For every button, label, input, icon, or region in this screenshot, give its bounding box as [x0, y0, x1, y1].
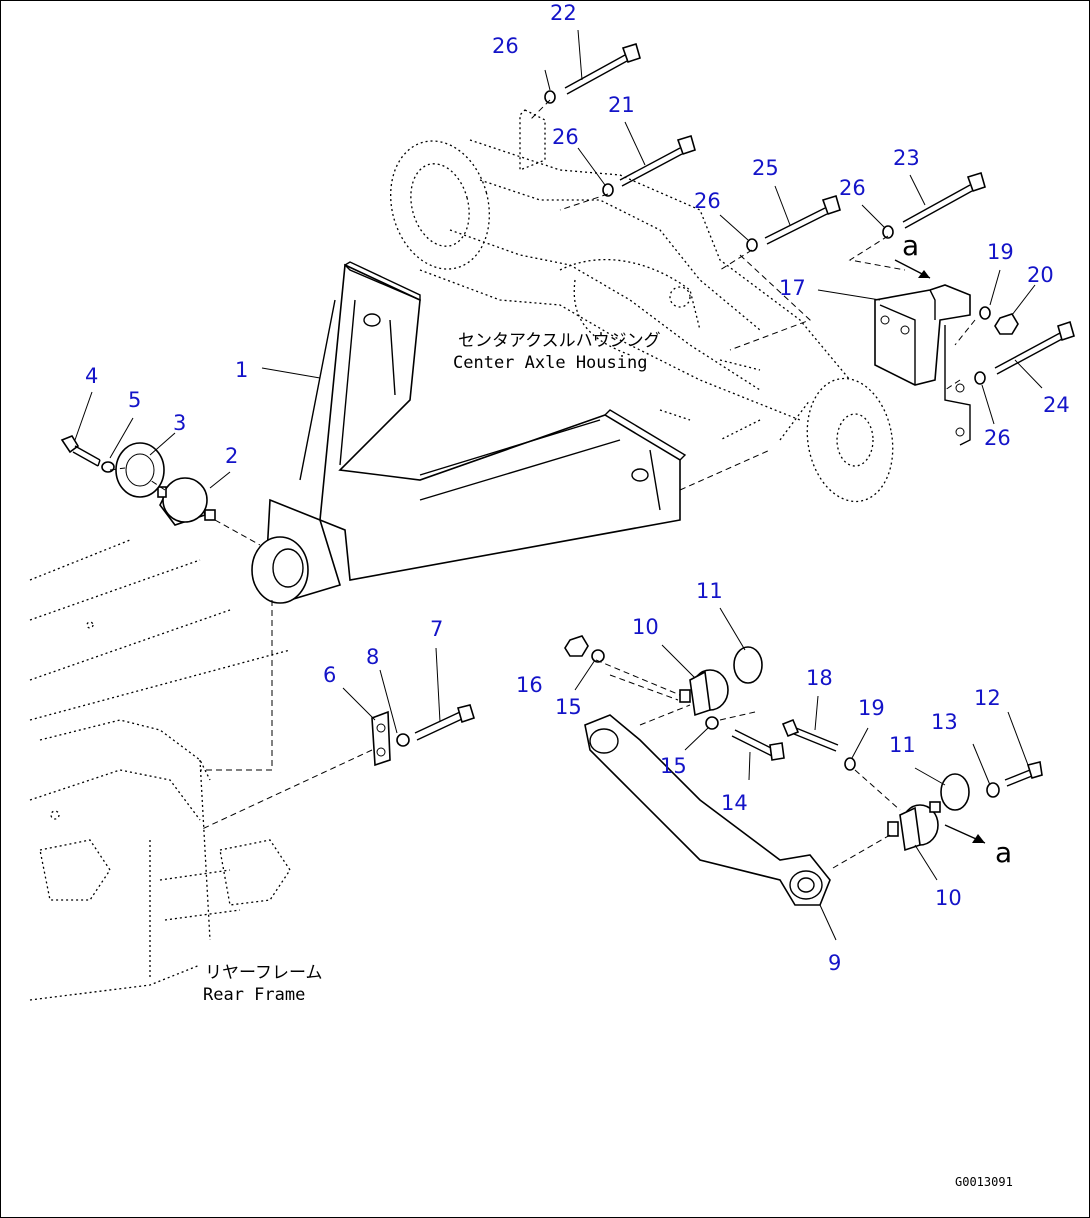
callout-15-top: 15: [555, 695, 582, 719]
track-rod-part-9: [584, 714, 831, 906]
washer-part-26-b: [602, 183, 614, 197]
callout-26-d: 26: [839, 176, 866, 200]
bolt-part-23: [902, 171, 986, 229]
callout-26-e: 26: [984, 426, 1011, 450]
callout-numbers: 1 2 3 4 5 6 7 8 9 10 10 11 11 12 13 14 1…: [85, 1, 1070, 975]
callout-11-bottom: 11: [889, 733, 916, 757]
callout-20: 20: [1027, 263, 1054, 287]
callout-26-a: 26: [492, 34, 519, 58]
callout-16: 16: [516, 673, 543, 697]
callout-19-bottom: 19: [858, 696, 885, 720]
washer-part-26-c: [746, 238, 758, 252]
washer-part-19-top: [979, 306, 991, 320]
bracket-part-6: [371, 710, 391, 767]
center-axle-en-label: Center Axle Housing: [453, 353, 647, 373]
bolt-part-12: [1004, 761, 1043, 787]
callout-14: 14: [721, 791, 748, 815]
callout-12: 12: [974, 686, 1001, 710]
bolt-part-25: [764, 194, 841, 245]
assembly-lines: [109, 99, 976, 869]
callout-9: 9: [828, 951, 841, 975]
callout-26-c: 26: [694, 189, 721, 213]
callout-26-b: 26: [552, 125, 579, 149]
bolt-part-18: [781, 718, 839, 752]
a-frame-part-1: [251, 261, 687, 604]
drawing-ref-number: G0013091: [955, 1175, 1013, 1189]
bolt-part-14: [731, 729, 785, 761]
callout-19-top: 19: [987, 240, 1014, 264]
bolt-part-4: [60, 435, 101, 467]
bolt-part-21: [619, 134, 696, 187]
callout-25: 25: [752, 156, 779, 180]
callout-17: 17: [779, 276, 806, 300]
center-axle-jp-label: センタアクスルハウジング: [458, 331, 661, 351]
washer-part-26-d: [882, 225, 894, 239]
washer-part-13: [986, 782, 1000, 798]
callout-22: 22: [550, 1, 577, 25]
callout-5: 5: [128, 388, 141, 412]
center-axle-housing: [390, 109, 894, 503]
callout-15-bottom: 15: [660, 754, 687, 778]
callout-7: 7: [430, 617, 443, 641]
callout-3: 3: [173, 411, 186, 435]
rear-frame-jp-label: リヤーフレーム: [205, 963, 322, 983]
arrow-a-top: [894, 259, 931, 279]
callout-18: 18: [806, 666, 833, 690]
callout-10-top: 10: [632, 615, 659, 639]
nut-part-20: [994, 313, 1019, 335]
washer-part-26-right: [974, 371, 986, 385]
callout-1: 1: [235, 358, 248, 382]
bushing-part-10-bottom: [887, 801, 941, 852]
callout-10-bottom: 10: [935, 886, 962, 910]
bushing-part-2: [157, 477, 216, 526]
callout-8: 8: [366, 645, 379, 669]
leader-lines: [74, 29, 1043, 941]
bolt-part-7: [414, 704, 475, 741]
callout-4: 4: [85, 364, 98, 388]
callout-11-top: 11: [696, 579, 723, 603]
washer-part-15-top: [591, 649, 605, 663]
washer-part-15-bottom: [705, 716, 719, 730]
washer-part-19-bottom: [844, 757, 856, 771]
callout-6: 6: [323, 663, 336, 687]
rear-frame-en-label: Rear Frame: [203, 985, 305, 1005]
callout-13: 13: [931, 710, 958, 734]
bolt-part-22: [564, 42, 641, 95]
arrow-a-bottom-label: a: [995, 836, 1012, 869]
washer-part-26-a: [544, 90, 556, 104]
callout-24: 24: [1043, 393, 1070, 417]
callout-23: 23: [893, 146, 920, 170]
washer-part-5: [101, 461, 115, 473]
shim-part-11-top: [733, 646, 763, 684]
bolt-part-24: [994, 320, 1075, 375]
nut-part-16: [564, 635, 589, 657]
rear-frame: [29, 539, 291, 1001]
washer-part-8: [396, 733, 410, 747]
arrow-a-top-label: a: [902, 229, 919, 262]
bracket-part-17: [874, 284, 971, 446]
callout-2: 2: [225, 444, 238, 468]
bushing-part-10-top: [679, 669, 729, 717]
shim-part-3: [115, 442, 165, 498]
callout-21: 21: [608, 93, 635, 117]
arrow-a-bottom: [944, 824, 986, 844]
shim-part-11-bottom: [940, 773, 970, 811]
